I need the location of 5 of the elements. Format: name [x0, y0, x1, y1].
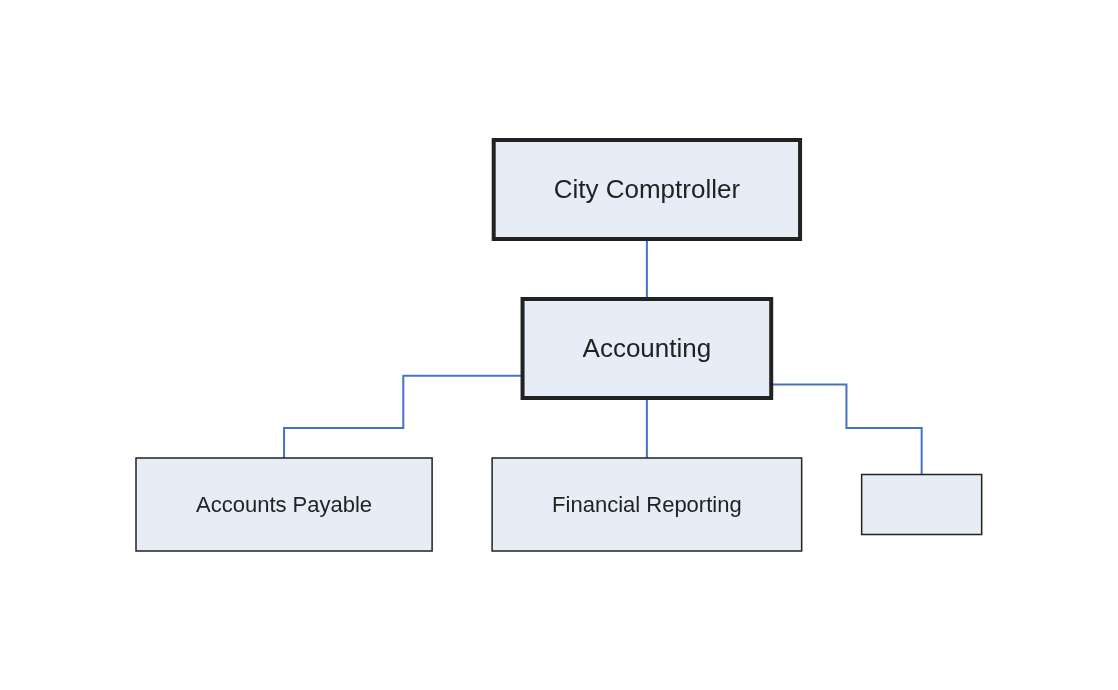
node-box: City Comptroller [491, 137, 803, 241]
node-box: Financial Reporting [491, 456, 803, 552]
node-box: Accounts Payable [135, 456, 434, 552]
node-box [861, 473, 983, 535]
node-box: Accounting [520, 296, 774, 400]
